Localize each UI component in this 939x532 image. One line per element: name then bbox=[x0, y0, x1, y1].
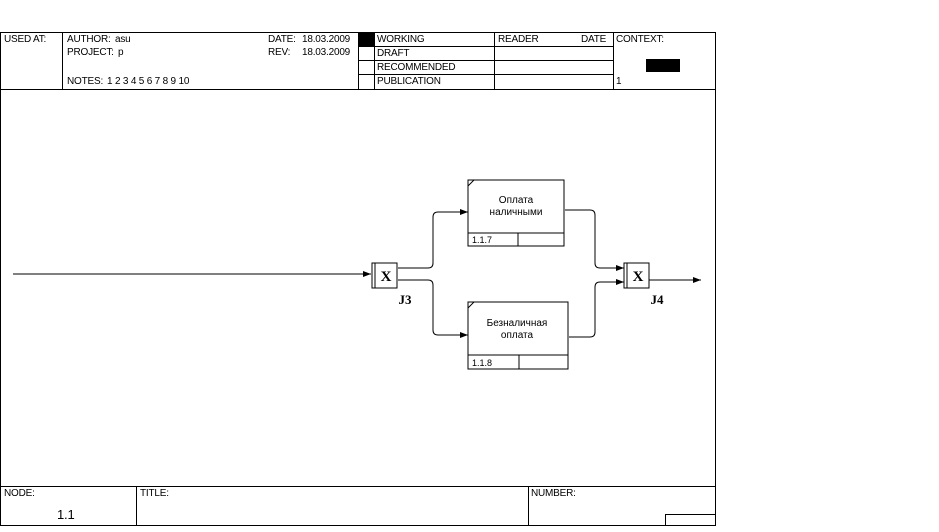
number-subcell bbox=[665, 514, 666, 526]
number-subcell bbox=[665, 514, 716, 515]
status-recommended: RECOMMENDED bbox=[377, 62, 456, 73]
junction-j4-symbol: X bbox=[633, 269, 644, 285]
status-row-line bbox=[358, 46, 613, 47]
box2-label-line1: Безналичная bbox=[487, 318, 548, 329]
junction-j4[interactable]: X bbox=[623, 262, 650, 289]
activity-box-payment-cashless[interactable]: Безналичная оплата 1.1.8 bbox=[467, 301, 569, 370]
status-draft: DRAFT bbox=[377, 48, 410, 59]
date-label: DATE: bbox=[268, 34, 296, 45]
rev-value: 18.03.2009 bbox=[302, 47, 351, 58]
project-label: PROJECT: bbox=[67, 47, 114, 58]
context-label: CONTEXT: bbox=[616, 34, 664, 45]
status-row-line bbox=[358, 74, 613, 75]
junction-j3-symbol: X bbox=[381, 269, 392, 285]
junction-j3[interactable]: X bbox=[371, 262, 398, 289]
junction-j4-label: J4 bbox=[651, 292, 665, 307]
box1-number: 1.1.7 bbox=[472, 235, 492, 245]
j3-to-box1-arrow bbox=[398, 209, 468, 269]
status-publication: PUBLICATION bbox=[377, 76, 441, 87]
j3-to-box2-arrow bbox=[398, 279, 468, 338]
author-label: AUTHOR: bbox=[67, 34, 111, 45]
status-row-line bbox=[358, 60, 613, 61]
junction-j3-label: J3 bbox=[399, 292, 413, 307]
notes-value: 1 2 3 4 5 6 7 8 9 10 bbox=[107, 76, 190, 87]
header-divider bbox=[613, 32, 614, 89]
box1-to-j4-arrow bbox=[565, 209, 624, 271]
footer-divider bbox=[136, 486, 137, 526]
number-label: NUMBER: bbox=[531, 488, 576, 499]
header-divider bbox=[62, 32, 63, 89]
reader-date-label: DATE bbox=[581, 34, 607, 45]
working-status-marker bbox=[359, 33, 374, 46]
reader-label: READER bbox=[498, 34, 539, 45]
box2-label-line2: оплата bbox=[501, 330, 534, 341]
notes-label: NOTES: bbox=[67, 76, 104, 87]
rev-label: REV: bbox=[268, 47, 291, 58]
footer-top-border bbox=[0, 486, 716, 487]
author-value: asu bbox=[115, 34, 131, 45]
box2-to-j4-arrow bbox=[569, 279, 624, 338]
header-bottom-border bbox=[0, 89, 716, 90]
footer-divider bbox=[528, 486, 529, 526]
date-value: 18.03.2009 bbox=[302, 34, 351, 45]
box2-number: 1.1.8 bbox=[472, 358, 492, 368]
title-label: TITLE: bbox=[140, 488, 169, 499]
box1-label-line1: Оплата bbox=[499, 195, 534, 206]
context-number: 1 bbox=[616, 76, 622, 87]
used-at-label: USED AT: bbox=[4, 34, 47, 45]
context-marker bbox=[646, 59, 680, 72]
status-working: WORKING bbox=[377, 34, 425, 45]
node-value: 1.1 bbox=[57, 507, 75, 522]
activity-box-payment-cash[interactable]: Оплата наличными 1.1.7 bbox=[467, 179, 565, 247]
box1-label-line2: наличными bbox=[490, 207, 543, 218]
project-value: p bbox=[118, 47, 124, 58]
node-label: NODE: bbox=[4, 488, 35, 499]
